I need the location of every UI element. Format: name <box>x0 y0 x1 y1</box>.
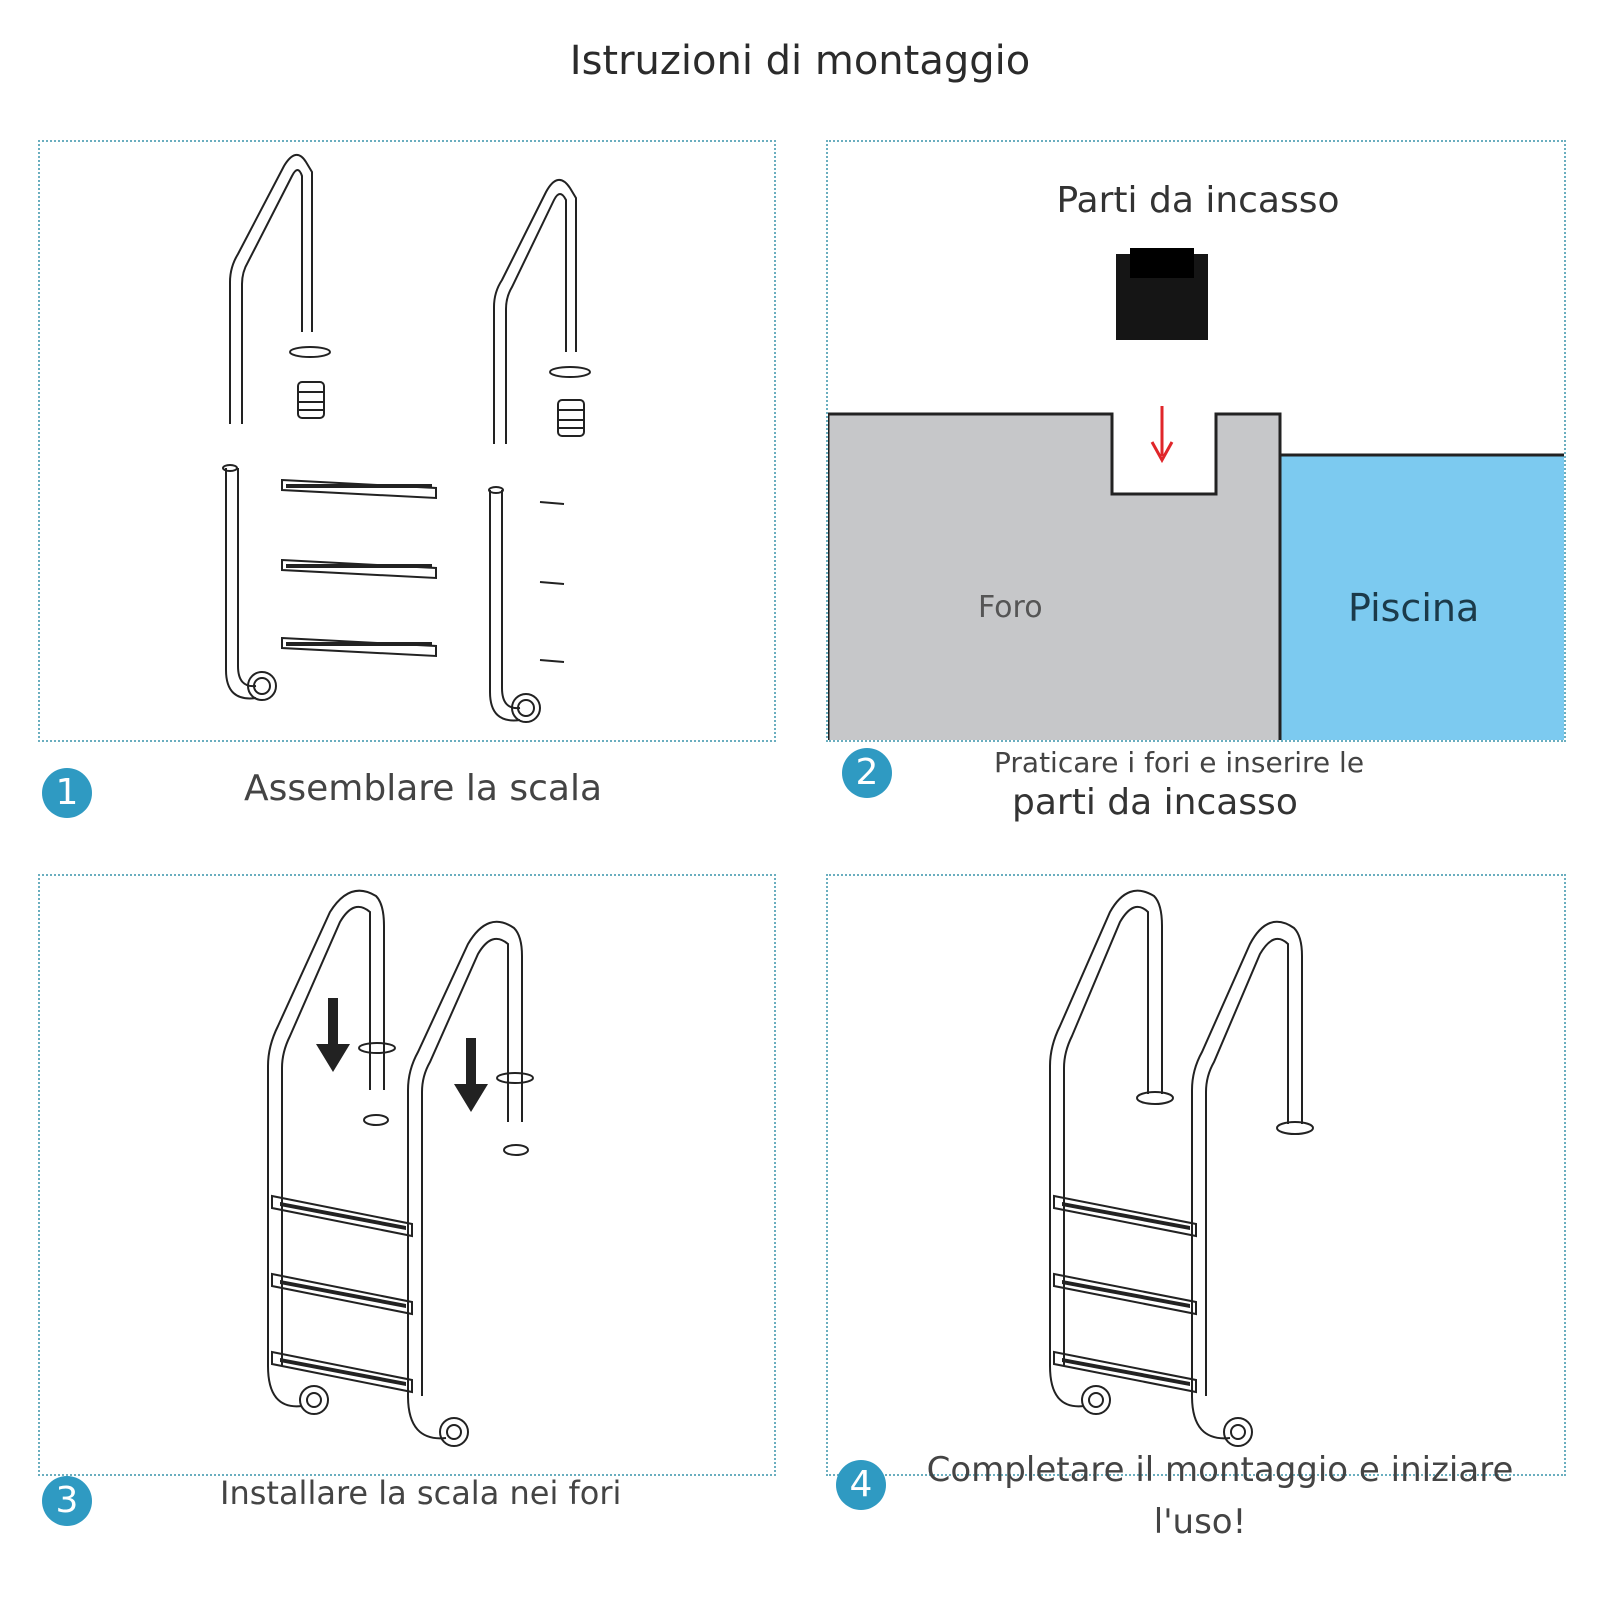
down-arrow-icon <box>454 1084 488 1112</box>
page-title: Istruzioni di montaggio <box>569 38 1031 84</box>
step-4-caption-line1: Completare il montaggio e iniziare <box>926 1450 1514 1490</box>
step-2-badge: 2 <box>842 748 892 798</box>
install-ladder-illustration <box>267 889 534 1447</box>
hole-pool-diagram <box>828 248 1564 740</box>
step-3-badge: 3 <box>42 1476 92 1526</box>
step-2-caption-line2: parti da incasso <box>1012 782 1298 823</box>
down-arrow-icon <box>316 1044 350 1072</box>
step-1-caption: Assemblare la scala <box>244 768 603 809</box>
exploded-ladder-illustration <box>222 154 591 723</box>
hole-label: Foro <box>978 590 1043 625</box>
pool-label: Piscina <box>1348 586 1480 630</box>
embed-parts-label: Parti da incasso <box>1056 180 1340 221</box>
step-1-badge: 1 <box>42 768 92 818</box>
panel-install-ladder <box>38 874 776 1476</box>
panel-drill-holes: Parti da incasso Foro Piscina <box>826 140 1566 742</box>
step-4-badge: 4 <box>836 1460 886 1510</box>
panel-complete-ladder <box>826 874 1566 1476</box>
completed-ladder-illustration <box>1049 889 1314 1447</box>
step-4-caption-line2: l'uso! <box>1153 1502 1247 1542</box>
step-3-caption: Installare la scala nei fori <box>220 1474 622 1512</box>
step-2-caption-line1: Praticare i fori e inserire le <box>994 746 1365 779</box>
panel-assemble-ladder <box>38 140 776 742</box>
